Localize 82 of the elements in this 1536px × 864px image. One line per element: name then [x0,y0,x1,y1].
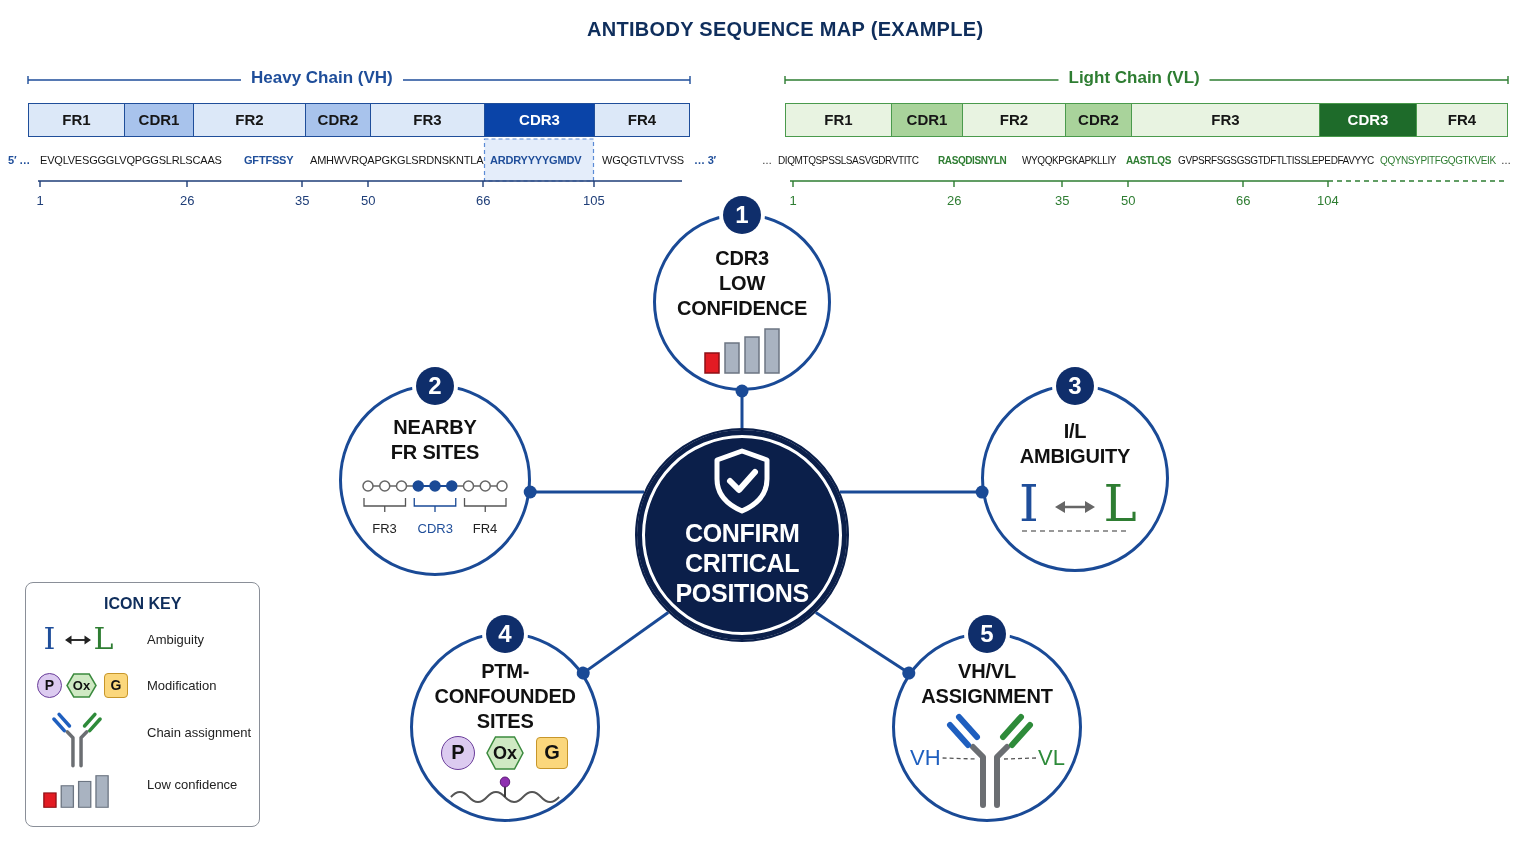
cdr-sequence: AASTLQS [1126,154,1171,167]
connector-line [523,485,644,499]
icon-key-panel [25,582,260,827]
region-label: CDR3 [417,521,453,537]
number-badge: 5 [968,614,1006,653]
region-segment: FR3 [370,103,485,137]
sequence-text: GVPSRFSGSGSGTDFTLTISSLEPEDFAVYYC [1178,154,1374,167]
sequence-text: AMHWVRQAPGKGLSRDNSKNTLA [310,153,484,167]
letter-tag: Ox [486,736,524,770]
topic-heading: VH/VL ASSIGNMENT [920,659,1054,709]
region-segment: FR2 [962,103,1066,137]
leader-line [1003,757,1037,760]
continuation-mark: … [762,154,772,167]
region-segment: CDR1 [124,103,194,137]
cdr-sequence: QQYNSYPITFGQGTKVEIK [1380,154,1496,167]
region-segment: FR1 [785,103,892,137]
position-number: 50 [1121,193,1136,208]
legend-label: Ambiguity [147,632,205,648]
region-segment: CDR2 [305,103,371,137]
letter-tag: P [37,673,62,698]
cdr-sequence: GFTFSSY [244,153,294,167]
position-number: 26 [180,193,195,208]
terminus-label: 5′ … [8,153,30,167]
letter-tag: G [536,737,568,769]
letter-tag: Ox [66,673,97,698]
region-segment: CDR1 [891,103,963,137]
chain-label: VH [910,745,941,771]
sequence-text: DIQMTQSPSSLSASVGDRVTITC [778,154,919,167]
legend-label: Low confidence [147,777,238,793]
position-number: 104 [1317,193,1339,208]
position-number: 26 [947,193,962,208]
number-badge: 3 [1056,366,1094,405]
position-number: 66 [1236,193,1251,208]
legend-label: Chain assignment [147,725,252,741]
sequence-text: EVQLVESGGGLVQPGGSLRLSCAAS [40,153,222,167]
letter-tag: P [441,736,475,770]
region-segment: CDR3 [1319,103,1417,137]
connector-line [840,485,989,499]
topic-heading: I/L AMBIGUITY [1019,419,1131,469]
continuation-mark: … [1501,154,1511,167]
region-segment: FR4 [594,103,690,137]
residue-letter: I [43,624,56,654]
position-number: 1 [36,193,44,208]
topic-heading: NEARBY FR SITES [390,415,480,465]
position-number: 105 [583,193,605,208]
number-badge: 1 [723,195,761,234]
cdr-sequence: RASQDISNYLN [938,154,1007,167]
region-segment: FR4 [1416,103,1508,137]
legend-title: ICON KEY [104,594,182,613]
letter-tag: G [104,673,128,698]
leader-line [941,757,977,760]
legend-label: Modification [147,678,217,694]
page-title: ANTIBODY SEQUENCE MAP (EXAMPLE) [587,17,984,41]
hub-heading: CONFIRM CRITICAL POSITIONS [675,518,809,608]
terminus-label: … 3′ [694,153,716,167]
position-number: 35 [1055,193,1070,208]
chain-heading: Light Chain (VL) [1068,68,1200,88]
position-number: 66 [476,193,491,208]
region-label: FR3 [372,521,397,537]
chain-heading: Heavy Chain (VH) [251,68,393,88]
topic-heading: CDR3 LOW CONFIDENCE [677,246,808,321]
region-segment: FR1 [28,103,125,137]
topic-heading: PTM-CONFOUNDED SITES [434,659,576,734]
position-number: 35 [295,193,310,208]
chain-label: VL [1038,745,1065,771]
position-number: 50 [361,193,376,208]
residue-letter: L [93,624,114,654]
region-segment: FR2 [193,103,306,137]
position-number: 1 [789,193,797,208]
connector-line [576,611,670,680]
sequence-text: WYQQKPGKAPKLLIY [1022,154,1117,167]
connector-line [815,611,916,680]
region-segment: CDR2 [1065,103,1132,137]
sequence-text: WGQGTLVTVSS [602,153,684,167]
region-label: FR4 [472,521,498,537]
residue-letter: L [1103,479,1137,529]
cdr-sequence: ARDRYYYYGMDV [490,153,582,167]
region-segment: CDR3 [484,103,595,137]
region-segment: FR3 [1131,103,1320,137]
connector-line [735,384,749,428]
number-badge: 2 [416,366,454,405]
residue-letter: I [1019,479,1039,529]
